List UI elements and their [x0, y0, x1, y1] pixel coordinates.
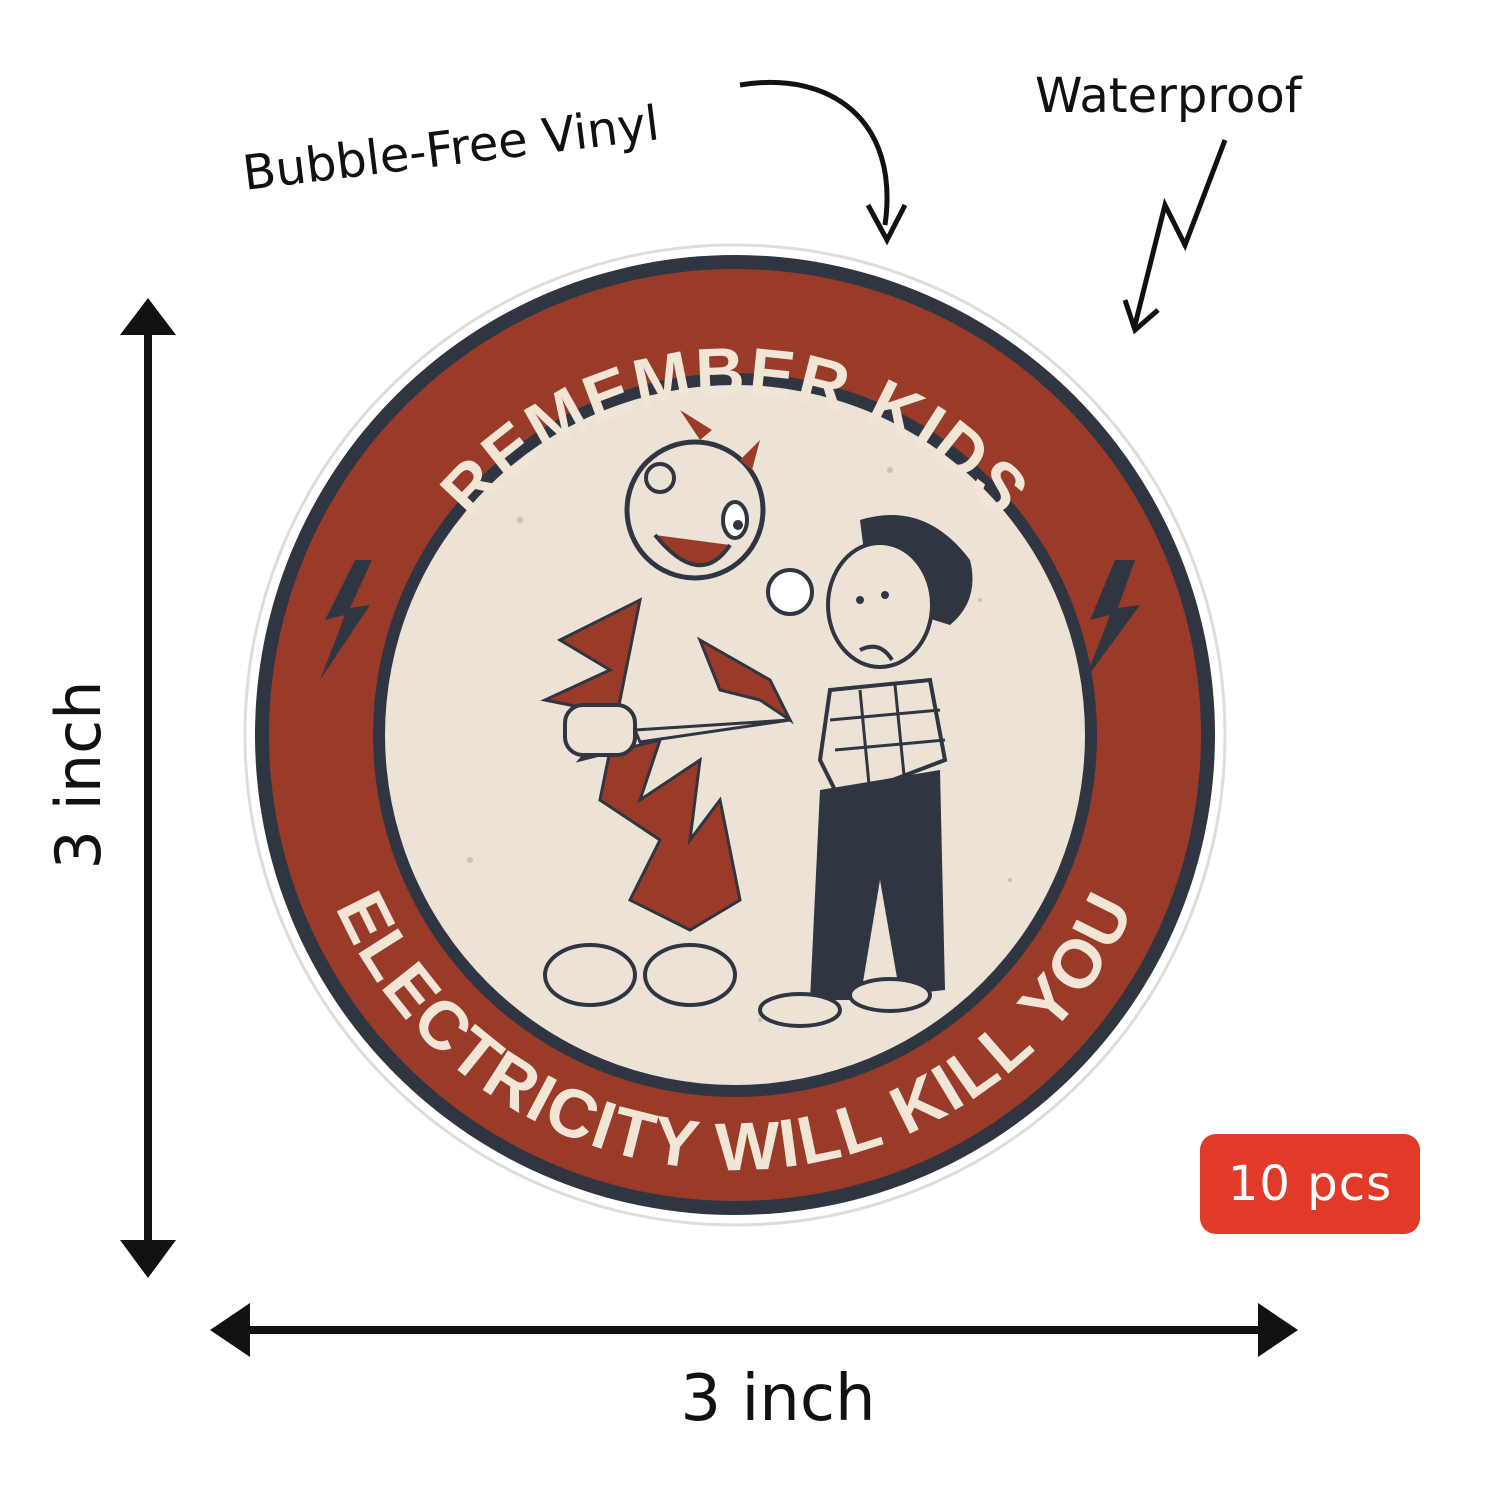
- arrow-left-icon: [210, 1303, 250, 1357]
- height-dimension: 3 inch: [42, 298, 176, 1278]
- width-dimension: 3 inch: [210, 1303, 1298, 1436]
- boy-illustration: [758, 515, 973, 1028]
- lightning-bolt-left-icon: [320, 560, 372, 680]
- bubble-free-callout: Bubble-Free Vinyl: [240, 79, 908, 246]
- height-label: 3 inch: [42, 680, 115, 869]
- arrow-down-icon: [120, 1240, 176, 1278]
- sticker: REMEMBER KIDS ELECTRICITY WILL KILL YOU: [243, 243, 1227, 1227]
- arrow-up-icon: [120, 298, 176, 335]
- width-label: 3 inch: [680, 1362, 875, 1436]
- waterproof-label: Waterproof: [1035, 68, 1303, 124]
- quantity-badge: 10 pcs: [1200, 1134, 1420, 1234]
- arrow-right-icon: [1258, 1303, 1298, 1357]
- waterproof-arrowhead-icon: [1122, 299, 1160, 335]
- bubble-free-label: Bubble-Free Vinyl: [240, 95, 663, 202]
- waterproof-callout: Waterproof: [1035, 68, 1303, 335]
- bubble-free-arrowhead-icon: [865, 203, 908, 246]
- reddy-kilowatt-illustration: [540, 410, 814, 1007]
- lightning-bolt-right-icon: [1085, 560, 1140, 680]
- lightning-arrow-icon: [1132, 139, 1228, 326]
- bubble-free-arrow: [739, 79, 890, 226]
